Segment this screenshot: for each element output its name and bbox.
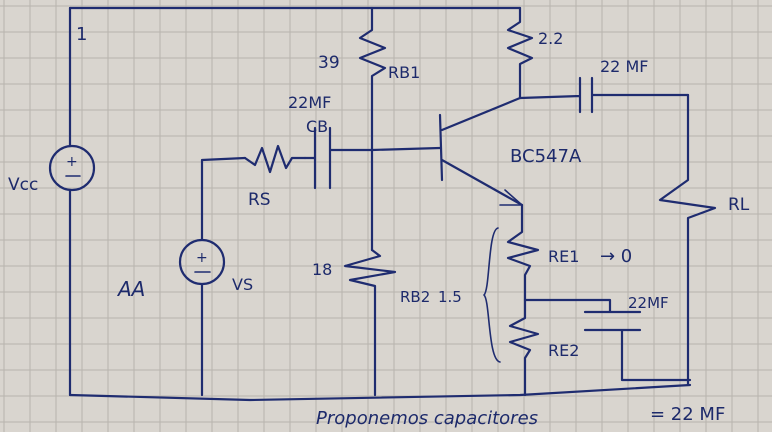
vs-plus-icon: + (196, 250, 208, 266)
rs-label: RS (248, 190, 271, 210)
re1-note: → 0 (600, 246, 632, 267)
rb1-label: RB1 (388, 63, 420, 82)
rb1-wire (358, 6, 387, 252)
rb2-value-label: 1.5 (438, 288, 462, 306)
rb2-label: RB2 (400, 288, 430, 306)
vcc-source-symbol (48, 144, 96, 192)
vcc-node-label: 1 (76, 24, 87, 45)
circuit-drawing: + + (48, 6, 717, 402)
cb-value-label: 22MF (288, 93, 331, 112)
ce-capacitor (523, 298, 692, 382)
re1-label: RE1 (548, 247, 579, 266)
ce-value-label: 22MF (628, 294, 669, 312)
rl-resistor (658, 93, 717, 387)
rc-resistor (506, 6, 534, 100)
emitter-arrow-icon (499, 189, 523, 206)
footer-note-left: Proponemos capacitores (316, 408, 538, 429)
cb-capacitor (303, 126, 374, 190)
rc-value-label: 2.2 (538, 29, 563, 48)
vs-branch-wire (200, 156, 247, 397)
re-brace (483, 227, 501, 363)
cb-label: CB (306, 117, 328, 136)
vcc-label: Vcc (8, 175, 38, 195)
transistor-emitter (440, 158, 524, 207)
rs-resistor (243, 144, 307, 174)
re2-resistor (508, 298, 540, 397)
bottom-rail-wire (68, 383, 692, 402)
transistor-collector (440, 96, 522, 132)
transistor-base-bar (438, 113, 444, 182)
vs-source-symbol (178, 238, 226, 286)
rl-label: RL (728, 195, 750, 215)
rb1-value-label: 39 (318, 53, 340, 73)
vs-label: VS (232, 275, 253, 294)
rb2-resistor (343, 248, 397, 397)
re1-resistor (506, 203, 540, 302)
vcc-plus-icon: + (66, 154, 78, 170)
footer-note-right: = 22 MF (650, 404, 725, 425)
cc-value-label: 22 MF (600, 57, 648, 76)
cc-capacitor (518, 76, 690, 114)
base-wire (370, 146, 442, 152)
re2-label: RE2 (548, 341, 579, 360)
source-symbol-label: AA (116, 277, 145, 301)
rb2-node-label: 18 (312, 260, 332, 279)
labels: Vcc 1 39 RB1 22MF CB RS 2.2 22 MF BC547A… (8, 24, 750, 429)
transistor-label: BC547A (510, 146, 582, 167)
